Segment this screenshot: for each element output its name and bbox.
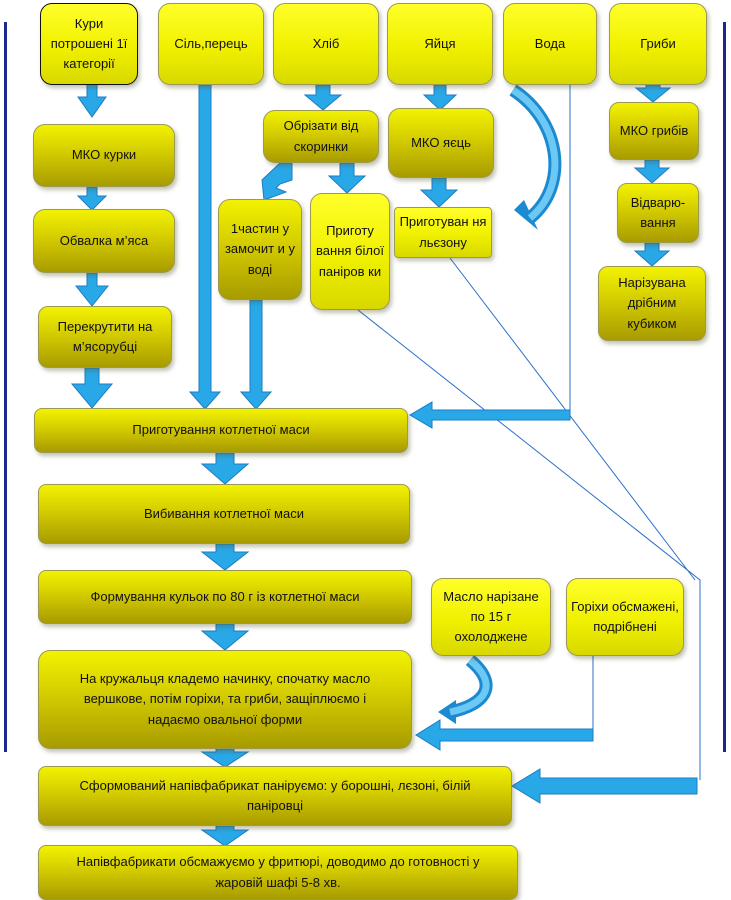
arrow-obrizaty-zamochyty-left (261, 162, 293, 201)
liaison-connector-line (449, 257, 696, 581)
node-khlib: Хліб (273, 3, 379, 85)
node-panirovka: Приготу вання білої паніров ки (310, 193, 390, 310)
node-maslo: Масло нарізане по 15 г охолоджене (431, 578, 551, 656)
arrow-kury-mko (77, 82, 107, 118)
node-formuvannia: Формування кульок по 80 г із котлетної м… (38, 570, 412, 624)
node-kury: Кури потрошені 1ї категорії (40, 3, 138, 85)
right-border-line (723, 22, 726, 752)
arrow-zamochyty-kotletna (239, 299, 273, 410)
node-mko-hrybiv: МКО грибів (609, 102, 699, 160)
node-obrizaty: Обрізати від скоринки (263, 110, 379, 163)
arrow-vybyvannia-formuvannia (200, 543, 250, 571)
arrow-connector-panirovka (511, 768, 698, 804)
arrow-khlib-obrizaty (303, 84, 343, 111)
node-perekrutyty: Перекрутити на м’ясорубці (38, 306, 172, 368)
arrow-obrizaty-panirovka (327, 162, 367, 194)
arrow-mko-liezon (419, 177, 459, 208)
node-voda: Вода (503, 3, 597, 85)
node-horikhy: Горіхи обсмажені, подрібнені (566, 578, 684, 656)
node-obvalka: Обвалка м’яса (33, 209, 175, 273)
node-narizuvana: Нарізувана дрібним кубиком (598, 266, 706, 341)
node-mko-yaiets: МКО яєць (388, 108, 494, 178)
node-hryby: Гриби (609, 3, 707, 85)
arrow-hryby-mko (634, 84, 672, 103)
arrow-mko-obvalka (76, 186, 108, 211)
node-kotletna-masa: Приготування котлетної маси (34, 408, 408, 453)
arrow-vidvariuvannia-narizuvana (633, 242, 671, 267)
node-yaytsia: Яйця (387, 3, 493, 85)
arrow-panirovka-obsmazhuvannia (200, 825, 250, 847)
node-obsmazhuvannia: Напівфабрикати обсмажуємо у фритюрі, дов… (38, 845, 518, 900)
arrow-kotletna-vybyvannia (200, 452, 250, 485)
arrow-water-kotletna (409, 401, 571, 429)
water-curved-arrow-head (514, 200, 538, 230)
left-border-line (4, 22, 7, 752)
node-liezon: Приготуван ня льєзону (394, 207, 492, 258)
node-zamochyty: 1частин у замочит и у воді (218, 199, 302, 300)
node-mko-kurky: МКО курки (33, 124, 175, 187)
arrow-nachynka-panirovka (200, 748, 250, 768)
arrow-yaytsia-mko (422, 84, 458, 111)
arrow-horikhy-nachynka (415, 719, 594, 751)
arrow-mko-vidvariuvannia (633, 159, 671, 184)
butter-curved-arrow-head (438, 700, 456, 724)
arrow-obvalka-perekrutyty (74, 272, 110, 307)
node-panirovka-napivfabrykatu: Сформований напівфабрикат паніруємо: у б… (38, 766, 512, 826)
node-sil: Сіль,перець (158, 3, 264, 85)
node-vybyvannia: Вибивання котлетної маси (38, 484, 410, 544)
node-vidvariuvannia: Відварю- вання (617, 183, 699, 243)
arrow-perekrutyty-kotletna (70, 367, 114, 409)
breading-connector-line (357, 309, 701, 780)
arrow-formuvannia-nachynka (200, 623, 250, 651)
node-nachynka: На кружальця кладемо начинку, спочатку м… (38, 650, 412, 749)
arrow-sil-kotletna (188, 84, 222, 410)
